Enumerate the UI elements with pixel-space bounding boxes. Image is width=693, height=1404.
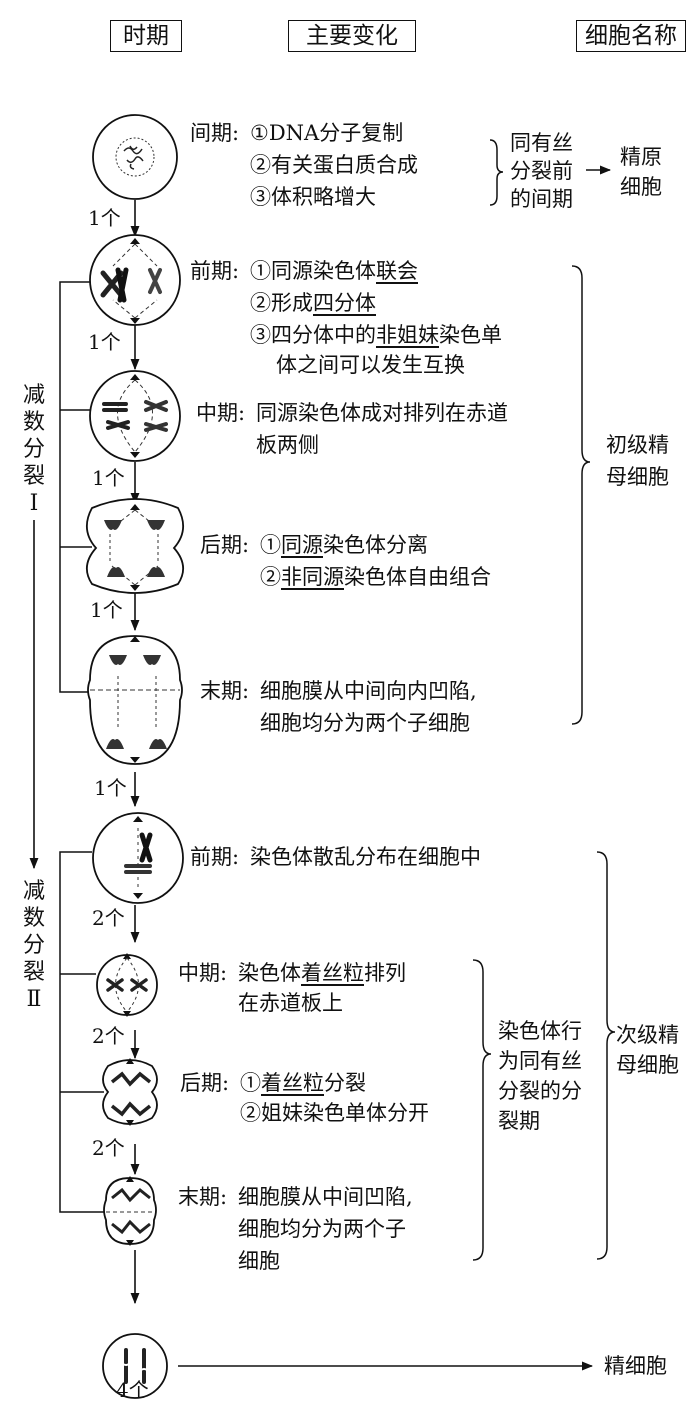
- m1-prophase-line-1: ①同源染色体联会: [250, 259, 418, 283]
- m1-anaphase-line-2: ②非同源染色体自由组合: [260, 565, 491, 589]
- m2-behavior-note-1: 染色体行: [498, 1019, 582, 1043]
- header-main-change: 主要变化: [288, 20, 416, 52]
- m1-metaphase-label: 中期:: [196, 401, 246, 425]
- interphase-note-2: 分裂前: [510, 159, 573, 183]
- cell-spermatid: [102, 1333, 168, 1399]
- m2-anaphase-label: 后期:: [180, 1071, 230, 1095]
- m2-prophase-line-1: 染色体散乱分布在细胞中: [250, 845, 481, 869]
- count-m1-telophase: 1个: [94, 776, 127, 800]
- cell-meiosis2-anaphase: [102, 1058, 158, 1126]
- count-m2-anaphase: 2个: [92, 1136, 125, 1160]
- cell-meiosis1-telophase: [87, 635, 183, 765]
- cell-meiosis1-prophase: [89, 234, 181, 326]
- m1-prophase-label: 前期:: [190, 259, 240, 283]
- interphase-item-1: ①DNA分子复制: [250, 121, 404, 145]
- interphase-item-2: ②有关蛋白质合成: [250, 153, 418, 177]
- cell-name-primary-spermatocyte-2: 母细胞: [606, 465, 669, 489]
- m2-behavior-note-4: 裂期: [498, 1109, 540, 1133]
- phase-brackets: [59, 281, 106, 1213]
- cell-name-spermatogonium-2: 细胞: [620, 175, 662, 199]
- m2-metaphase-line-2: 在赤道板上: [238, 991, 343, 1015]
- m2-prophase-label: 前期:: [190, 845, 240, 869]
- m1-prophase-line-4: 体之间可以发生互换: [276, 353, 465, 377]
- interphase-label: 间期:: [190, 121, 240, 145]
- m1-anaphase-label: 后期:: [200, 533, 250, 557]
- count-interphase: 1个: [88, 206, 121, 230]
- m2-behavior-note-3: 分裂的分: [498, 1079, 582, 1103]
- count-m1-prophase: 1个: [88, 330, 121, 354]
- m2-metaphase-label: 中期:: [178, 961, 228, 985]
- interphase-note-3: 的间期: [510, 187, 573, 211]
- cell-name-spermatid: 精细胞: [604, 1354, 667, 1378]
- count-m1-anaphase: 1个: [90, 598, 123, 622]
- meiosis2-side-label: 减 数 分 裂 Ⅱ: [22, 879, 45, 1012]
- cell-interphase: [92, 114, 178, 200]
- m2-metaphase-line-1: 染色体着丝粒排列: [238, 961, 406, 985]
- cell-meiosis2-metaphase: [96, 953, 158, 1017]
- cell-name-spermatogonium-1: 精原: [620, 145, 662, 169]
- m1-telophase-line-1: 细胞膜从中间向内凹陷,: [260, 679, 477, 703]
- m1-prophase-line-3: ③四分体中的非姐妹染色单: [250, 323, 502, 347]
- m2-behavior-note-2: 为同有丝: [498, 1049, 582, 1073]
- m2-telophase-line-2: 细胞均分为两个子: [238, 1217, 406, 1241]
- interphase-item-3: ③体积略增大: [250, 185, 376, 209]
- m2-anaphase-line-1: ①着丝粒分裂: [240, 1071, 366, 1095]
- cell-name-secondary-spermatocyte-1: 次级精: [616, 1023, 679, 1047]
- interphase-note-1: 同有丝: [510, 131, 573, 155]
- cell-name-primary-spermatocyte-1: 初级精: [606, 433, 669, 457]
- m1-telophase-line-2: 细胞均分为两个子细胞: [260, 711, 470, 735]
- flow-arrows: [29, 165, 612, 1371]
- m1-anaphase-line-1: ①同源染色体分离: [260, 533, 428, 557]
- header-cell-name: 细胞名称: [576, 20, 686, 52]
- cell-meiosis2-prophase: [92, 812, 184, 904]
- curly-braces: [472, 139, 616, 1261]
- count-final: 4个: [116, 1378, 149, 1402]
- meiosis1-side-label: 减 数 分 裂 Ⅰ: [22, 383, 45, 516]
- m2-telophase-label: 末期:: [178, 1185, 228, 1209]
- m1-prophase-line-2: ②形成四分体: [250, 291, 376, 315]
- cell-meiosis1-anaphase: [86, 498, 184, 594]
- header-period: 时期: [110, 20, 182, 52]
- cell-meiosis1-metaphase: [89, 370, 181, 462]
- cell-meiosis2-telophase: [103, 1176, 157, 1246]
- m2-anaphase-line-2: ②姐妹染色单体分开: [240, 1101, 429, 1125]
- count-m2-metaphase: 2个: [92, 1024, 125, 1048]
- m1-telophase-label: 末期:: [200, 679, 250, 703]
- m1-metaphase-line-2: 板两侧: [256, 433, 319, 457]
- m2-telophase-line-1: 细胞膜从中间凹陷,: [238, 1185, 413, 1209]
- cell-name-secondary-spermatocyte-2: 母细胞: [616, 1053, 679, 1077]
- m2-telophase-line-3: 细胞: [238, 1249, 280, 1273]
- count-m1-metaphase: 1个: [92, 466, 125, 490]
- count-m2-prophase: 2个: [92, 906, 125, 930]
- m1-metaphase-line-1: 同源染色体成对排列在赤道: [256, 401, 508, 425]
